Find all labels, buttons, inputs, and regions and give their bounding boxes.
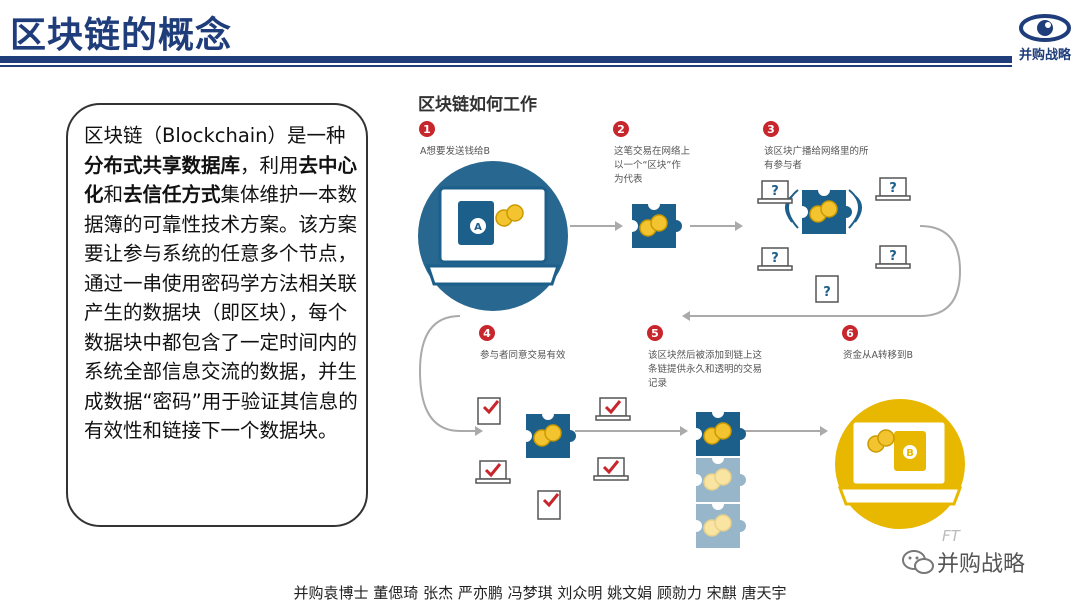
step-2-text-line3: 为代表 bbox=[614, 173, 643, 185]
title-underline-thin bbox=[0, 65, 1012, 67]
wechat-icon bbox=[902, 550, 934, 574]
svg-text:4: 4 bbox=[483, 327, 491, 340]
laptop-a-icon: A bbox=[418, 161, 568, 311]
step-3-text-line1: 该区块广播给网络里的所 bbox=[764, 145, 869, 157]
step-6-text: 资金从A转移到B bbox=[843, 349, 913, 361]
step-1-marker: 1 bbox=[419, 121, 435, 137]
flow-arrow-3-4 bbox=[690, 225, 962, 317]
step-3-text-line2: 有参与者 bbox=[764, 159, 802, 171]
step-3-marker: 3 bbox=[763, 121, 779, 137]
svg-text:B: B bbox=[906, 448, 914, 459]
step-6-marker: 6 bbox=[842, 325, 858, 341]
svg-text:3: 3 bbox=[767, 123, 775, 136]
wechat-account-label: 并购战略 bbox=[937, 552, 1026, 577]
logo-text: 并购战略 bbox=[1018, 48, 1071, 63]
description-box bbox=[66, 103, 368, 527]
step-5-text-line1: 该区块然后被添加到链上这 bbox=[648, 349, 763, 361]
description-text: 区块链（Blockchain）是一种分布式共享数据库，利用去中心化和去信任方式集… bbox=[84, 124, 358, 442]
svg-text:2: 2 bbox=[617, 123, 625, 136]
step-2-text-line2: 以一个“区块”作 bbox=[614, 159, 681, 171]
diagram-title: 区块链如何工作 bbox=[418, 94, 537, 115]
svg-text:A: A bbox=[474, 222, 482, 233]
step-4-marker: 4 bbox=[479, 325, 495, 341]
step-5-marker: 5 bbox=[647, 325, 663, 341]
page-title: 区块链的概念 bbox=[10, 15, 233, 56]
step-5-text-line3: 记录 bbox=[648, 377, 668, 389]
blockchain-diagram: ? 区块链如何工作 1 A想要发送钱给B 2 这笔交易在网络上 以一个“区块”作… bbox=[418, 94, 965, 549]
flow-arrow-loop bbox=[418, 315, 475, 432]
block-chain-icon bbox=[695, 411, 747, 549]
ft-watermark: FT bbox=[942, 527, 960, 545]
svg-text:5: 5 bbox=[651, 327, 659, 340]
svg-text:6: 6 bbox=[846, 327, 854, 340]
step-2-text-line1: 这笔交易在网络上 bbox=[614, 145, 691, 157]
eye-logo-icon bbox=[1019, 14, 1071, 42]
participant-laptop-icon bbox=[757, 177, 911, 303]
step-5-text-line2: 条链提供永久和透明的交易 bbox=[648, 363, 762, 375]
step-2-marker: 2 bbox=[613, 121, 629, 137]
validation-group-icon bbox=[475, 397, 631, 520]
broadcast-block-icon bbox=[785, 189, 862, 235]
title-underline bbox=[0, 56, 1012, 63]
step-4-text: 参与者同意交易有效 bbox=[480, 349, 566, 361]
block-puzzle-icon bbox=[631, 203, 683, 249]
svg-text:1: 1 bbox=[423, 123, 431, 136]
footer-authors: 并购袁博士 董偲琦 张杰 严亦鹏 冯梦琪 刘众明 姚文娟 顾勍力 宋麒 唐天宇 bbox=[293, 584, 787, 602]
step-1-text: A想要发送钱给B bbox=[420, 145, 490, 157]
laptop-b-icon: B bbox=[835, 399, 965, 529]
